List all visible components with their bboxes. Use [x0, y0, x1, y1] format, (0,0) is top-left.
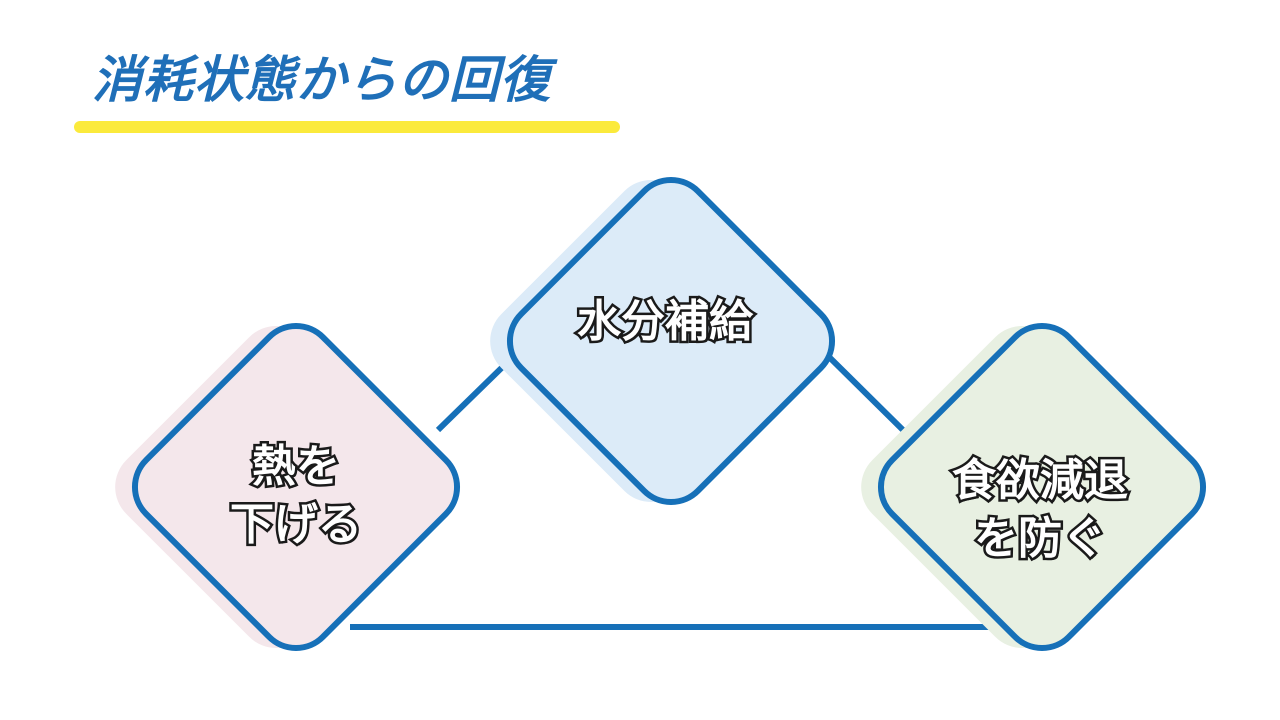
node-left-label: 熱を 下げる: [228, 438, 365, 554]
node-top-label-line-1: 水分補給: [575, 294, 756, 350]
node-left-diamond: [131, 322, 461, 652]
node-right-label-line-1: 食欲減退: [950, 453, 1131, 509]
node-top-diamond: [506, 176, 836, 506]
title-underline: [74, 121, 620, 133]
node-left-label-line-1: 熱を: [250, 439, 343, 495]
node-right-label: 食欲減退 を防ぐ: [950, 452, 1131, 568]
node-right-label-line-2: を防ぐ: [972, 511, 1109, 567]
connector-top-right: [817, 345, 908, 435]
slide-title: 消耗状態からの回復: [92, 51, 551, 109]
node-top-label: 水分補給: [575, 293, 756, 351]
node-left-label-line-2: 下げる: [228, 497, 365, 553]
node-right-diamond: [877, 322, 1207, 652]
